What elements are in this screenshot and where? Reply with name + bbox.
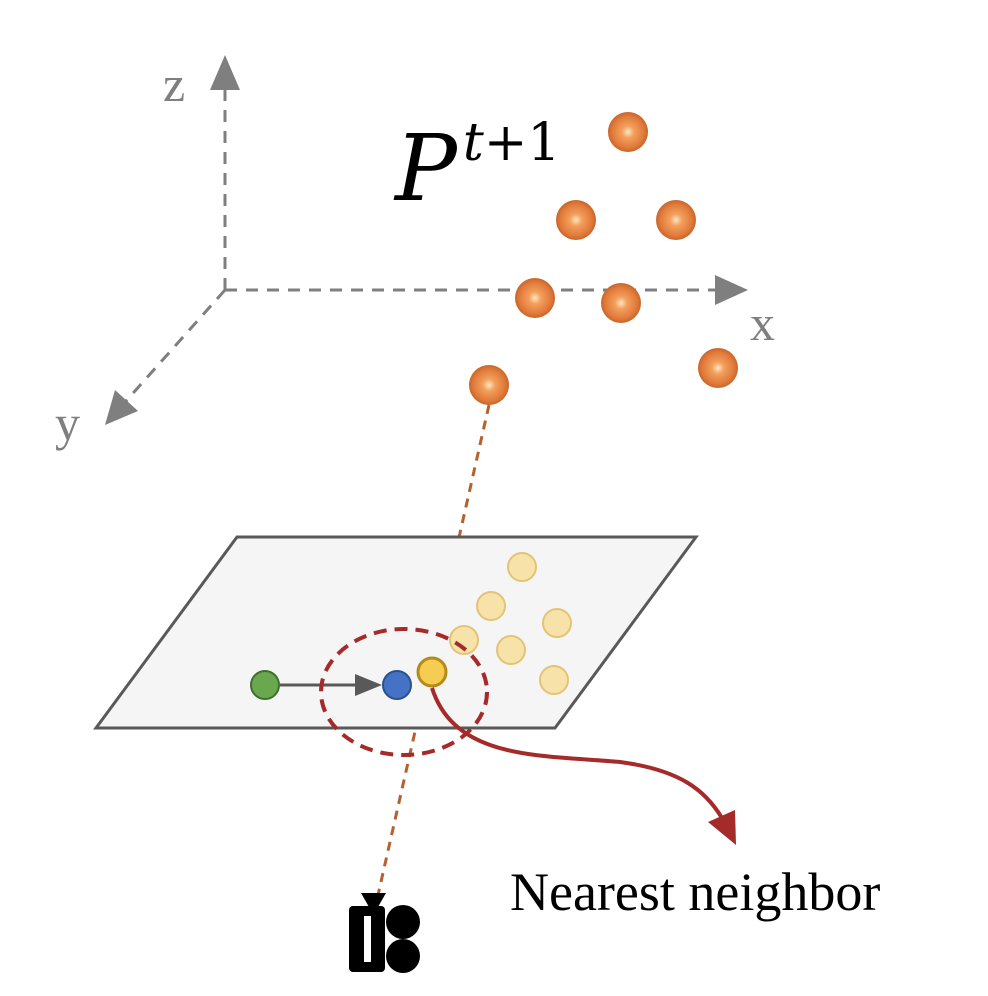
point-cloud-label-base: P — [393, 115, 459, 222]
projected-point — [476, 591, 506, 621]
nearest-neighbor-pointer — [430, 687, 724, 820]
projected-point — [539, 665, 569, 695]
camera-icon — [349, 893, 420, 973]
cloud-point — [608, 112, 648, 152]
point-cloud-label-sup-op: +1 — [484, 113, 561, 173]
projected-point — [496, 635, 526, 665]
cloud-point — [469, 365, 509, 405]
cloud-point — [656, 200, 696, 240]
z-axis-arrowhead — [210, 55, 240, 90]
projection-ray — [376, 404, 491, 896]
nearest-neighbor-label: Nearest neighbor — [510, 862, 880, 922]
projected-point — [449, 625, 479, 655]
z-axis-label: z — [163, 56, 185, 112]
coordinate-axes: z x y — [55, 55, 775, 451]
search-radius-circle — [319, 627, 489, 757]
projected-point — [507, 552, 537, 582]
cloud-point — [698, 348, 738, 388]
cloud-point — [601, 283, 641, 323]
track-motion — [250, 656, 448, 700]
x-axis-arrowhead — [715, 275, 748, 305]
point-cloud-label-sup-var: t — [463, 113, 484, 173]
y-axis-label: y — [55, 395, 80, 451]
point-cloud — [469, 112, 738, 405]
nearest-neighbor-point — [416, 656, 448, 688]
projected-point — [542, 608, 572, 638]
y-axis-arrowhead — [105, 390, 138, 425]
projected-points — [449, 552, 572, 695]
x-axis-label: x — [750, 295, 775, 351]
cloud-point — [515, 278, 555, 318]
motion-arrowhead — [355, 674, 382, 696]
y-axis — [116, 289, 227, 411]
cloud-point — [556, 200, 596, 240]
predicted-point — [382, 670, 412, 700]
start-point — [250, 670, 280, 700]
nearest-neighbor-arrowhead — [708, 810, 736, 845]
